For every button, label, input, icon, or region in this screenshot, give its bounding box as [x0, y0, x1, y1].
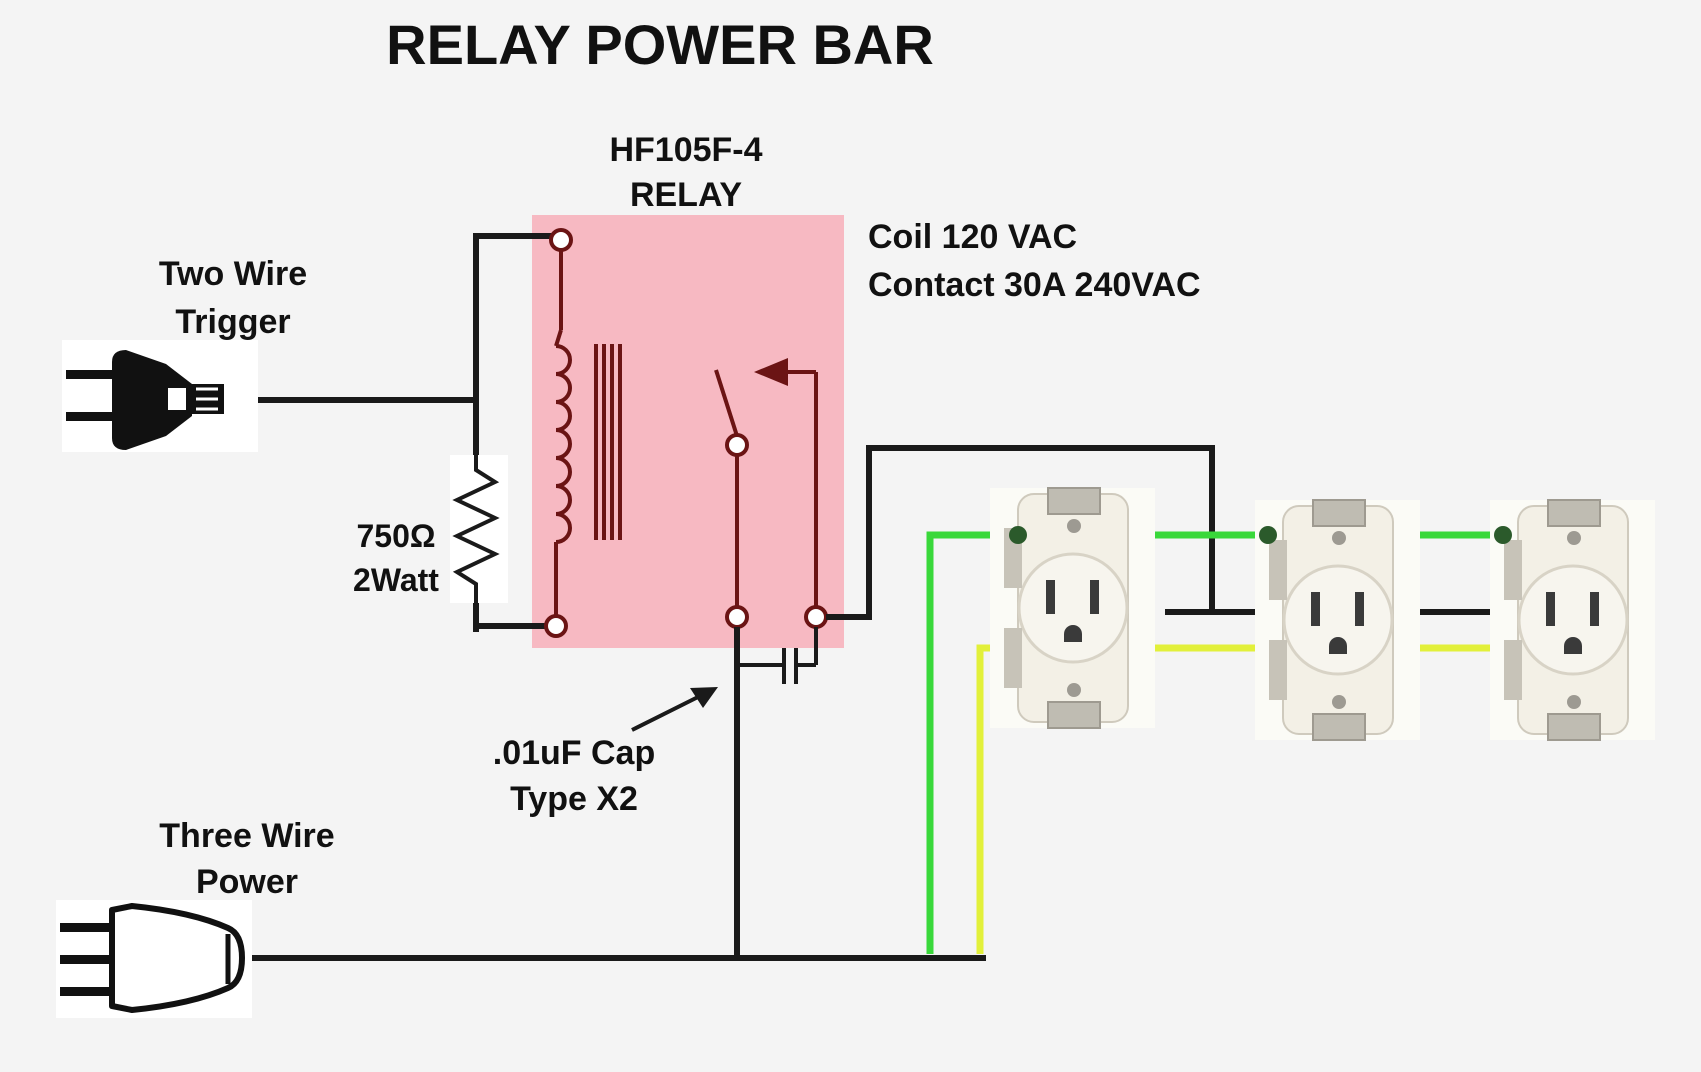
outlet-1	[988, 486, 1157, 730]
cap-type-label: Type X2	[510, 780, 638, 818]
resistor	[450, 450, 508, 606]
resistor-value-label: 750Ω	[356, 518, 435, 554]
outlet-2	[1253, 498, 1422, 742]
resistor-power-label: 2Watt	[353, 562, 439, 598]
ground-screw-3	[1494, 526, 1512, 544]
power-label-line2: Power	[196, 863, 298, 901]
switch-terminal-common	[725, 605, 749, 629]
relay-box	[532, 215, 844, 648]
cap-pointer-arrow-icon	[690, 687, 718, 708]
relay-type-label: RELAY	[630, 176, 742, 214]
relay-coil	[554, 246, 622, 616]
two-wire-plug-icon	[62, 340, 258, 452]
trigger-label-line2: Trigger	[175, 303, 290, 341]
coil-terminal-bottom	[544, 614, 568, 638]
relay-model-label: HF105F-4	[609, 131, 762, 169]
cap-value-label: .01uF Cap	[493, 734, 655, 772]
switch-terminal-output	[804, 605, 828, 629]
relay-switch	[714, 369, 818, 607]
ground-screw-1	[1009, 526, 1027, 544]
contact-arrow-icon	[754, 358, 788, 386]
coil-terminal-top	[549, 228, 573, 252]
power-label-line1: Three Wire	[159, 817, 334, 855]
ground-screw-2	[1259, 526, 1277, 544]
coil-spec-label: Coil 120 VAC	[868, 218, 1077, 256]
switch-pivot	[725, 433, 749, 457]
outlet-3	[1488, 498, 1657, 742]
contact-spec-label: Contact 30A 240VAC	[868, 266, 1201, 304]
cap-pointer	[631, 691, 707, 732]
power-feed-wiring	[250, 627, 986, 961]
trigger-label-line1: Two Wire	[159, 255, 307, 293]
three-wire-plug-icon	[56, 900, 252, 1018]
diagram-title: RELAY POWER BAR	[386, 13, 934, 76]
